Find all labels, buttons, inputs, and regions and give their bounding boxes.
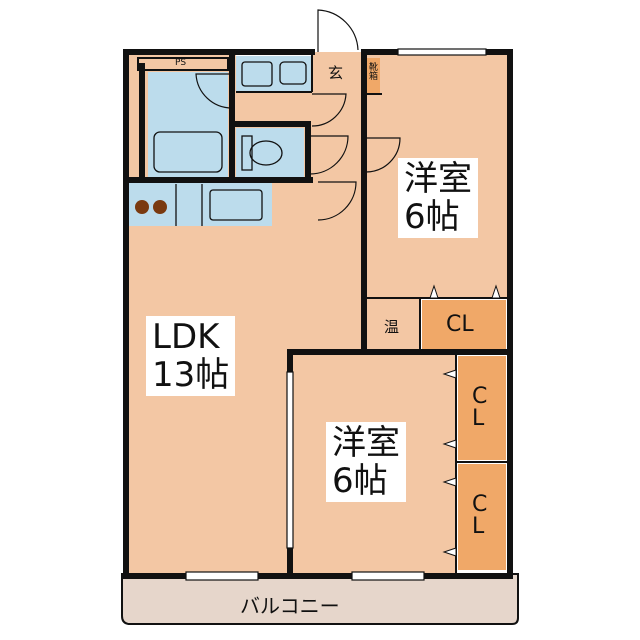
washroom bbox=[148, 72, 228, 126]
bedroom-2-label: 洋室 6帖 bbox=[326, 422, 406, 502]
bedroom-1-door-swing bbox=[365, 137, 401, 173]
window bbox=[185, 571, 259, 581]
window bbox=[351, 571, 425, 581]
bathtub bbox=[153, 131, 223, 173]
wash-basin bbox=[241, 61, 273, 87]
bedroom-1-label: 洋室 6帖 bbox=[398, 158, 478, 238]
kitchen-sink bbox=[209, 189, 263, 221]
closet-door-marker bbox=[442, 547, 457, 557]
entrance-door-swing bbox=[317, 9, 359, 52]
laundry-pan bbox=[279, 61, 307, 85]
bedroom-1-size: 6帖 bbox=[404, 197, 460, 237]
bedroom-1-name: 洋室 bbox=[404, 159, 472, 199]
stove-burner bbox=[153, 200, 167, 214]
balcony-label: バルコニー bbox=[240, 594, 340, 618]
closet-1-label: CL bbox=[446, 312, 474, 337]
ldk-label: LDK 13帖 bbox=[146, 316, 236, 396]
toilet-door-swing bbox=[309, 135, 349, 175]
toilet-bowl bbox=[249, 140, 283, 166]
closet-1 bbox=[422, 300, 506, 350]
closet-door-marker bbox=[442, 439, 457, 449]
closet-door-marker bbox=[442, 477, 457, 487]
entrance-floor bbox=[312, 52, 364, 92]
ldk-size: 13帖 bbox=[152, 355, 230, 395]
bathtub-area bbox=[148, 126, 228, 178]
closet-door-marker bbox=[491, 284, 501, 299]
entrance-label: 玄 bbox=[328, 64, 344, 82]
closet-door-marker bbox=[429, 284, 439, 299]
shoe-box-label: 靴箱 bbox=[367, 62, 377, 80]
closet-3-label: C L bbox=[472, 492, 488, 539]
closet-2 bbox=[458, 356, 506, 460]
pipe-space bbox=[137, 57, 229, 71]
water-heater-floor bbox=[364, 298, 420, 352]
closet-2-label: C L bbox=[472, 384, 488, 431]
bedroom-2-size: 6帖 bbox=[332, 461, 388, 501]
window bbox=[397, 48, 487, 56]
closet-door-marker bbox=[442, 369, 457, 379]
bedroom-2-name: 洋室 bbox=[332, 423, 400, 463]
ldk-door-swing bbox=[317, 181, 357, 221]
hall-door-swing bbox=[311, 93, 347, 127]
stove-burner bbox=[135, 200, 149, 214]
kitchen-counter bbox=[128, 182, 272, 226]
ldk-name: LDK bbox=[152, 317, 220, 357]
washroom-door-swing bbox=[195, 73, 233, 109]
shoe-box bbox=[364, 58, 380, 94]
balcony-area bbox=[121, 573, 519, 625]
pipe-space-label: PS bbox=[175, 58, 187, 68]
toilet-tank bbox=[241, 135, 253, 171]
window bbox=[286, 371, 294, 549]
closet-3 bbox=[458, 464, 506, 570]
water-heater-label: 温 bbox=[384, 318, 400, 336]
